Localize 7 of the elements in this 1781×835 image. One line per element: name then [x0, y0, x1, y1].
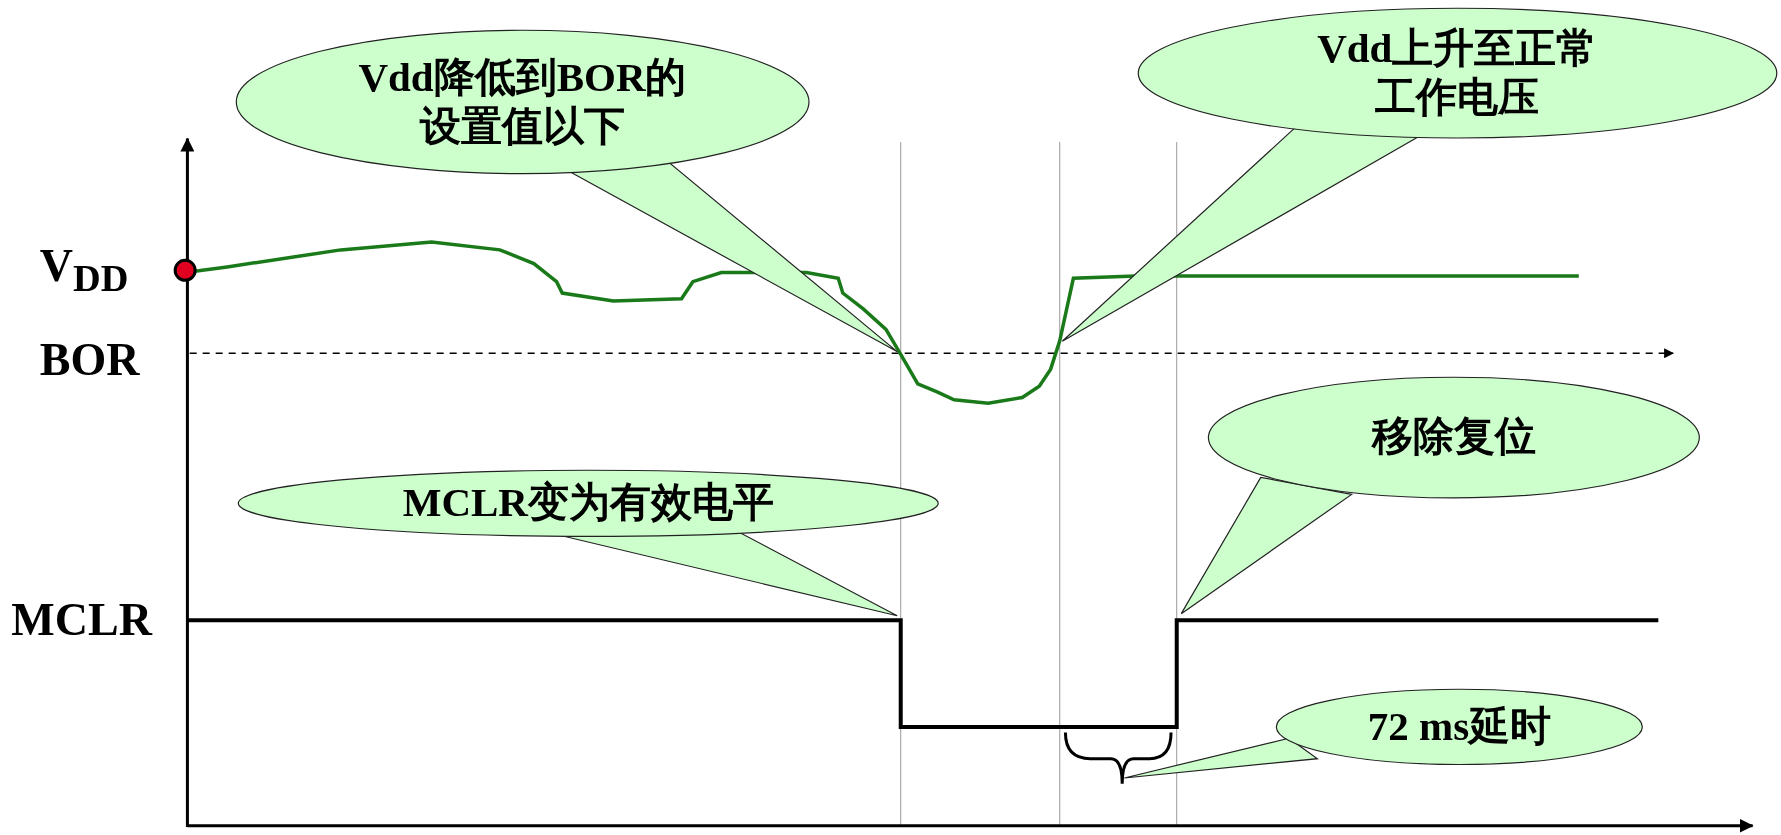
speech-bubble: Vdd降低到BOR的设置值以下 [232, 27, 900, 355]
axis-label: BOR [39, 332, 140, 386]
speech-bubble: MCLR变为有效电平 [235, 466, 942, 618]
axis-label: MCLR [11, 592, 152, 646]
speech-bubble: Vdd上升至正常工作电压 [1059, 4, 1780, 343]
axis-label: V$_{DD}$ [39, 238, 129, 300]
speech-bubble: 移除复位 [1179, 373, 1703, 616]
